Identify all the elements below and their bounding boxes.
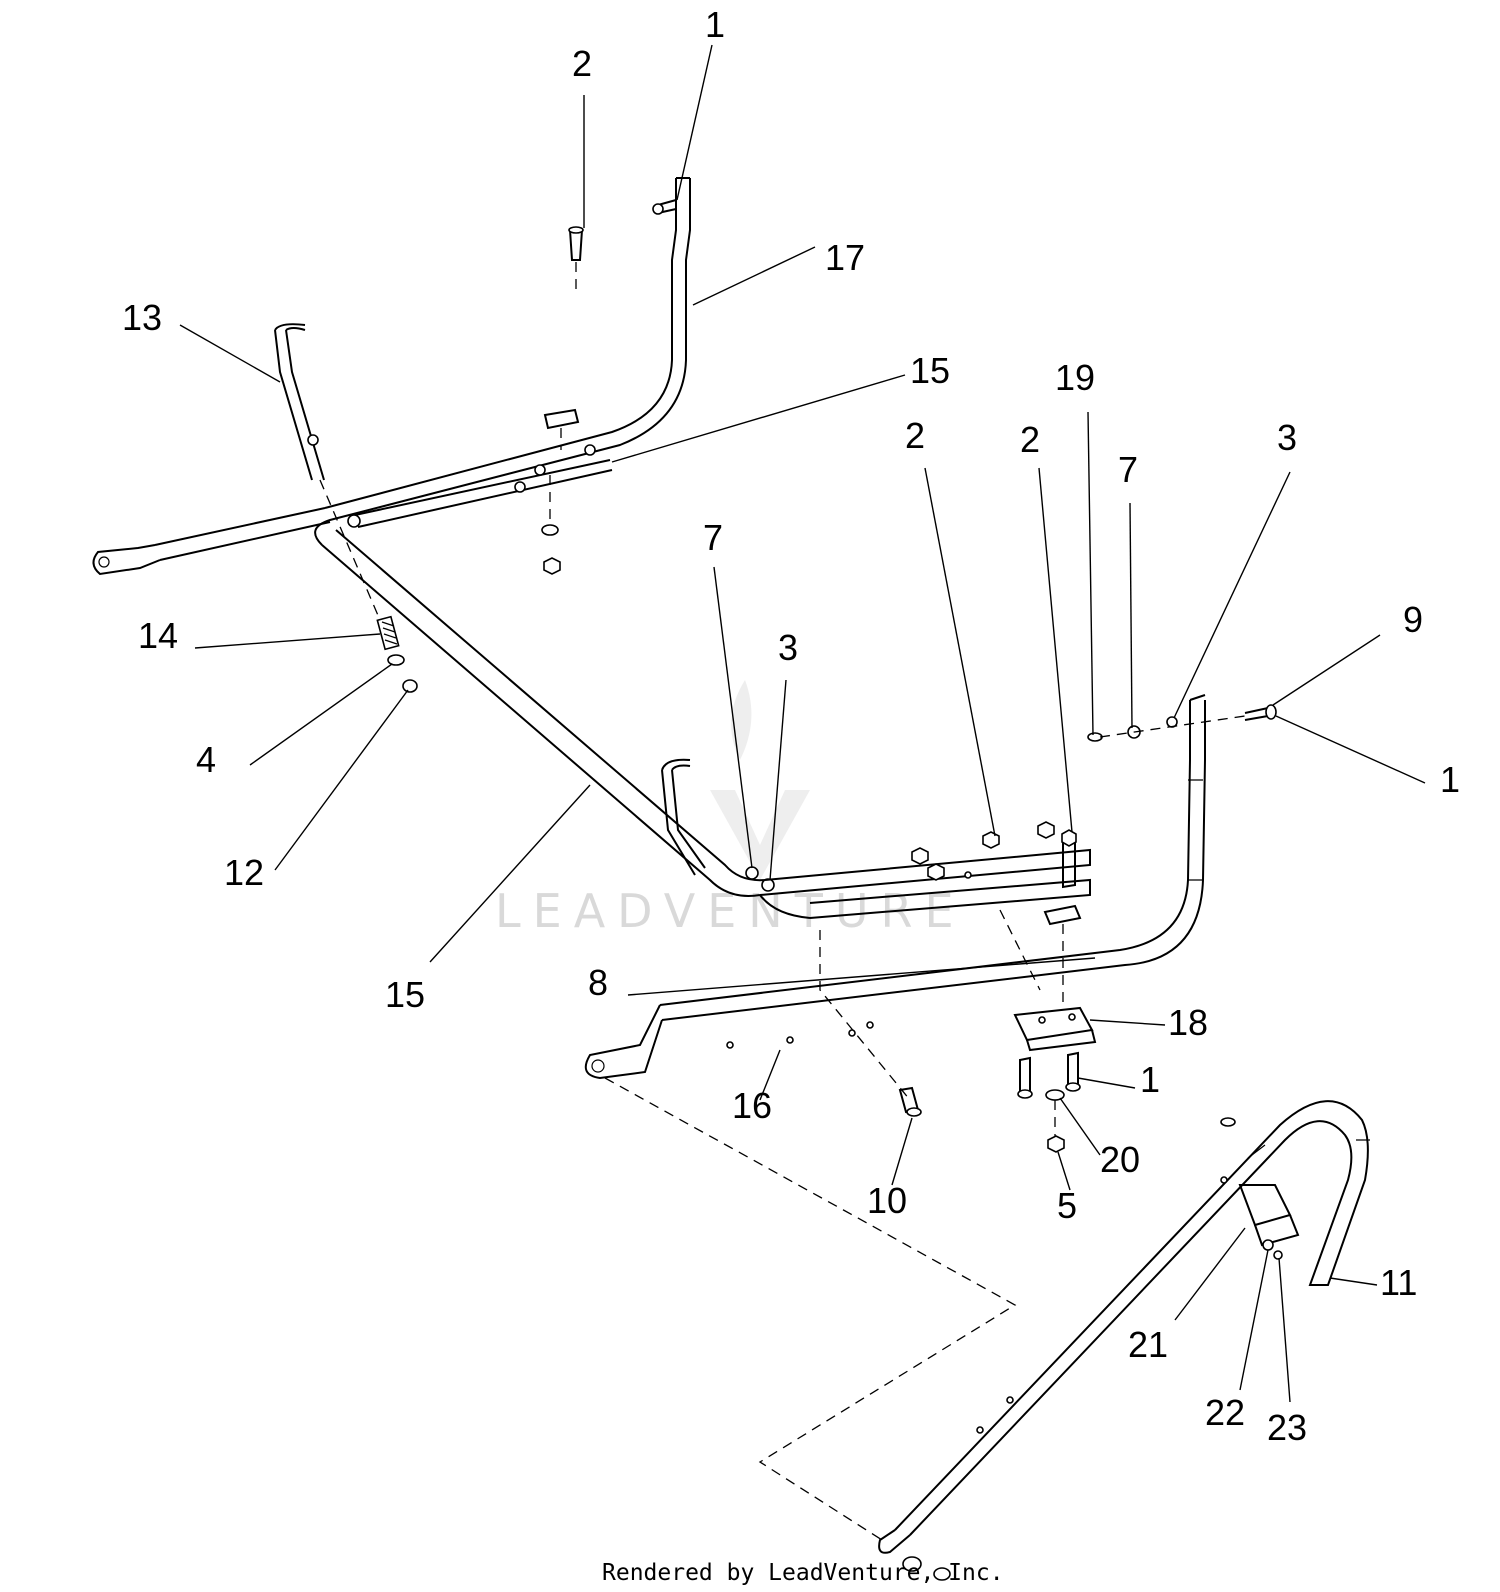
- upper-handle-part-17: [314, 177, 691, 546]
- washer-part-20: [1045, 1089, 1065, 1101]
- washer-part-4: [387, 654, 405, 666]
- callout-23: 23: [1267, 1407, 1307, 1448]
- diagonal-tube-part-15: [321, 529, 766, 897]
- washer-part-3: [761, 878, 775, 892]
- washer-part-22: [1262, 1239, 1274, 1251]
- watermark-text: LEADVENTURE: [495, 884, 966, 938]
- bolt-part-2-right: [1061, 829, 1077, 889]
- lower-arm-part-11: [878, 1100, 1370, 1554]
- right-handle: [659, 694, 1206, 1021]
- callout-8: 8: [588, 962, 608, 1003]
- spring-part-14: [376, 615, 400, 651]
- upper-crossbar-part-15: [347, 444, 613, 528]
- callout-16: 16: [732, 1085, 772, 1126]
- callout-2: 2: [1020, 419, 1040, 460]
- callout-12: 12: [224, 852, 264, 893]
- callout-1: 1: [705, 4, 725, 45]
- lower-bar-part-16: [584, 1004, 874, 1080]
- lower-tube: [759, 894, 811, 919]
- callout-1: 1: [1140, 1059, 1160, 1100]
- callout-15: 15: [385, 974, 425, 1015]
- bracket-part-18: [1013, 1006, 1097, 1052]
- callout-22: 22: [1205, 1392, 1245, 1433]
- nut-part-12: [402, 679, 418, 693]
- callout-5: 5: [1057, 1185, 1077, 1226]
- leadventure-watermark-logo: [710, 680, 810, 880]
- callout-4: 4: [196, 739, 216, 780]
- callout-20: 20: [1100, 1139, 1140, 1180]
- lower-rod: [661, 758, 706, 876]
- clip-bracket: [1043, 904, 1082, 926]
- callout-9: 9: [1403, 599, 1423, 640]
- callout-2: 2: [905, 415, 925, 456]
- callout-labels: 1 2 17 13 15 19 2 2 3 7 9 14 7 3 1 4 12 …: [122, 4, 1460, 1448]
- bolt-part-2: [568, 226, 584, 261]
- nut-bottom: [933, 1567, 951, 1581]
- upper-left-bar: [92, 507, 331, 576]
- callout-7: 7: [1118, 449, 1138, 490]
- callout-13: 13: [122, 297, 162, 338]
- callout-21: 21: [1128, 1324, 1168, 1365]
- bolt-part-10-lower: [1220, 1117, 1236, 1127]
- bolt-part-1-lower-b: [1065, 1051, 1081, 1092]
- crossbar-part-8: [759, 848, 1091, 919]
- washer: [541, 524, 559, 536]
- nut-part-23: [1273, 1250, 1283, 1260]
- leader-lines: [179, 44, 1426, 1403]
- assembly-guide-line: [604, 1077, 1017, 1541]
- bolt-part-10: [898, 1086, 922, 1117]
- callout-1: 1: [1440, 759, 1460, 800]
- washer-bottom: [902, 1556, 922, 1572]
- control-rod-part-13: [274, 323, 325, 481]
- bolt-part-1-lower-a: [1017, 1056, 1033, 1099]
- callout-15: 15: [910, 350, 950, 391]
- bolt-part-1-top: [652, 199, 677, 215]
- nut-part-2: [982, 831, 1000, 849]
- callout-7: 7: [703, 517, 723, 558]
- bolt-part-19: [1087, 732, 1103, 742]
- callout-19: 19: [1055, 357, 1095, 398]
- bracket-part-21: [1238, 1184, 1300, 1247]
- callout-10: 10: [867, 1180, 907, 1221]
- callout-3: 3: [1277, 417, 1297, 458]
- nut-part-7: [745, 866, 759, 880]
- nut: [543, 557, 561, 575]
- render-credit: Rendered by LeadVenture, Inc.: [602, 1560, 1004, 1586]
- callout-11: 11: [1380, 1262, 1417, 1303]
- nut-part-5: [1047, 1135, 1065, 1153]
- pin-part-9: [1244, 704, 1277, 721]
- clamp-bracket: [543, 408, 580, 430]
- callout-18: 18: [1168, 1002, 1208, 1043]
- callout-17: 17: [825, 237, 865, 278]
- callout-2: 2: [572, 43, 592, 84]
- callout-3: 3: [778, 627, 798, 668]
- callout-14: 14: [138, 615, 178, 656]
